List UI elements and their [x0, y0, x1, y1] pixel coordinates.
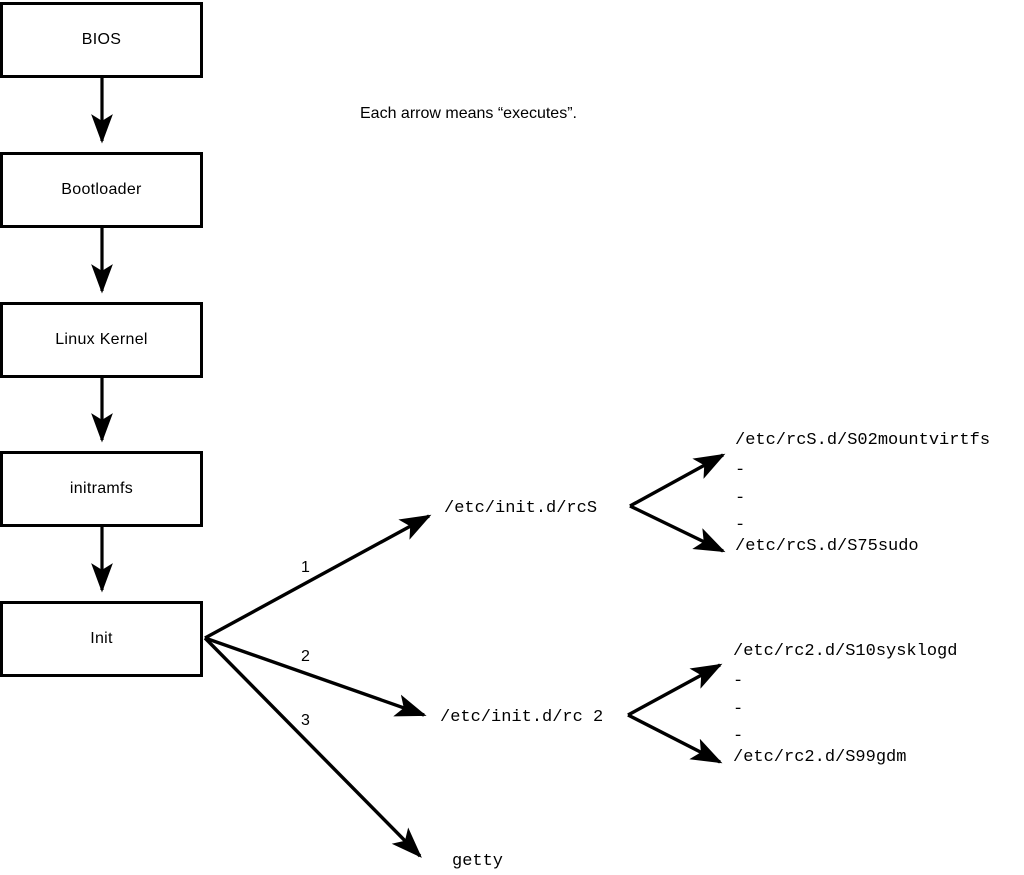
arrow-init-branch-1 — [204, 514, 432, 640]
stage-box-initramfs[interactable]: initramfs — [0, 451, 203, 527]
arrow-init-branch-2 — [204, 636, 427, 717]
arrow-rcs-to-last-script — [629, 504, 726, 553]
init-target-getty[interactable]: getty — [452, 852, 504, 871]
stage-label-linux-kernel: Linux Kernel — [55, 331, 148, 348]
arrow-rcs-to-first-script — [629, 453, 726, 508]
stage-label-initramfs: initramfs — [69, 480, 134, 497]
rcs-ellipsis-dash-3: - — [735, 516, 746, 535]
legend-note: Each arrow means “executes”. — [360, 105, 577, 122]
rc2-ellipsis-dash-2: - — [733, 700, 744, 719]
rc2-script-last[interactable]: /etc/rc2.d/S99gdm — [733, 748, 907, 767]
rc2-ellipsis-dash-3: - — [733, 727, 744, 746]
stage-label-bios: BIOS — [81, 31, 122, 48]
stage-box-bootloader[interactable]: Bootloader — [0, 152, 203, 228]
arrow-rc2-to-last-script — [627, 713, 723, 764]
rcs-ellipsis-dash-1: - — [735, 461, 746, 480]
stage-label-init: Init — [90, 630, 113, 647]
stage-box-bios[interactable]: BIOS — [0, 2, 203, 78]
arrow-rc2-to-first-script — [627, 663, 723, 717]
rc2-ellipsis-dash-1: - — [733, 672, 744, 691]
branch-number-3: 3 — [301, 712, 310, 729]
rc2-script-first[interactable]: /etc/rc2.d/S10sysklogd — [733, 642, 958, 661]
branch-number-2: 2 — [301, 648, 310, 665]
init-target-rcs[interactable]: /etc/init.d/rcS — [444, 499, 598, 518]
rcs-script-first[interactable]: /etc/rcS.d/S02mountvirtfs — [735, 431, 991, 450]
init-target-rc2[interactable]: /etc/init.d/rc 2 — [440, 708, 604, 727]
rcs-script-last[interactable]: /etc/rcS.d/S75sudo — [735, 537, 919, 556]
branch-number-1: 1 — [301, 559, 310, 576]
stage-box-linux-kernel[interactable]: Linux Kernel — [0, 302, 203, 378]
arrow-init-branch-3 — [203, 636, 422, 858]
stage-label-bootloader: Bootloader — [61, 181, 142, 198]
stage-box-init[interactable]: Init — [0, 601, 203, 677]
rcs-ellipsis-dash-2: - — [735, 489, 746, 508]
